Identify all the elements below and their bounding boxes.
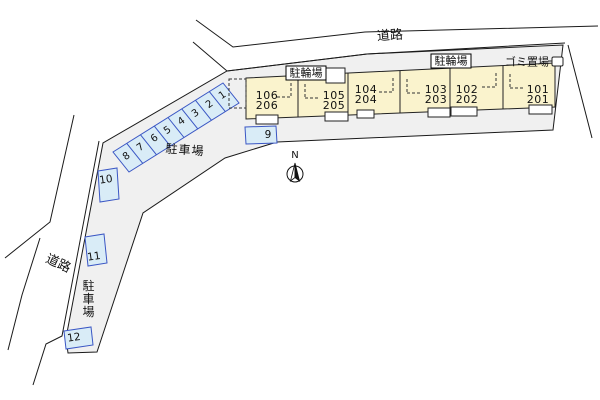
left-road-west-edge-2: [7, 237, 41, 351]
unit-106-206: 106 206: [255, 89, 279, 112]
top-road-label: 道路: [376, 27, 404, 45]
parking-space-9: [244, 125, 278, 145]
parking-space-10: [97, 167, 120, 203]
top-road-lower-edge: [192, 41, 566, 72]
stall-dividers: [126, 91, 226, 164]
dashed-annex: [228, 78, 247, 109]
building-porches: [255, 104, 553, 125]
space-number-9: 9: [264, 128, 272, 141]
unit-104-204: 104 204: [354, 83, 378, 106]
right-boundary-line: [567, 44, 593, 139]
unit-101-201: 101 201: [526, 83, 550, 106]
bicycle-parking-label-left: 駐輪場: [285, 65, 327, 81]
space-number-10: 10: [98, 172, 114, 187]
building-unit-dividers: [297, 65, 504, 117]
left-road-west-edge: [4, 114, 75, 259]
space-number-11: 11: [86, 249, 102, 264]
north-label: N: [291, 150, 299, 161]
parking-space-12: [63, 326, 94, 350]
bicycle-shed-box: [325, 67, 346, 84]
garbage-area-label: ゴミ置場: [505, 55, 549, 69]
top-road-upper-edge: [195, 19, 599, 48]
north-compass-icon: [286, 162, 304, 183]
unit-105-205: 105 205: [322, 89, 346, 112]
parking-area-label-upper: 駐車場: [165, 141, 205, 159]
bicycle-parking-label-right: 駐輪場: [430, 53, 472, 69]
garbage-box-icon: [548, 56, 564, 67]
parking-space-11: [84, 233, 108, 267]
unit-103-203: 103 203: [424, 83, 448, 106]
dashed-entry-marks: [277, 73, 524, 99]
left-road-east-edge: [32, 140, 100, 386]
space-number-12: 12: [66, 330, 82, 345]
parking-area-label-left: 駐車場: [81, 279, 95, 319]
unit-102-202: 102 202: [455, 83, 479, 106]
